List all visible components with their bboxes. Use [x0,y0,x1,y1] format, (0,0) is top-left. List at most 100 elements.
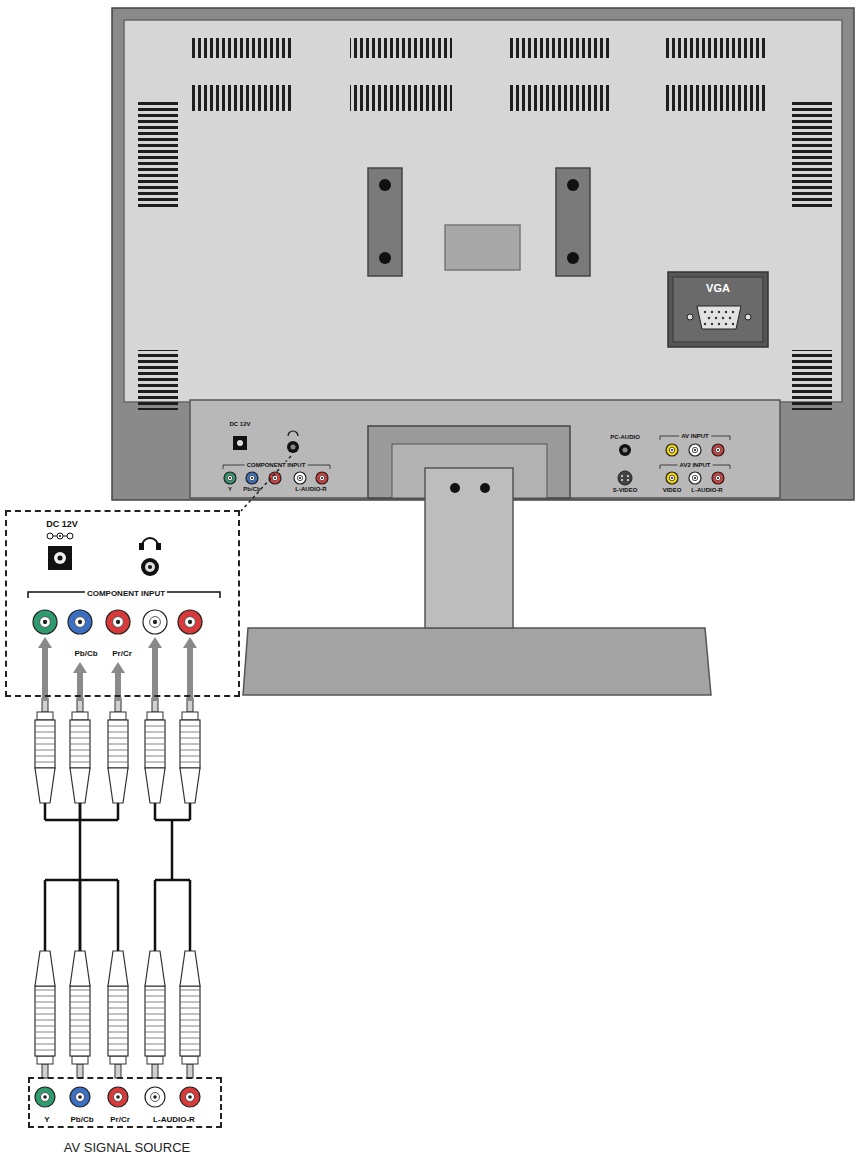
plug-boot [35,951,55,986]
vga-screw [687,314,693,320]
rca-jack [689,472,701,484]
zoom-inset-box: DC 12VCOMPONENT INPUTPb/CbPr/Cr [5,510,240,697]
plug-grip [180,738,200,739]
jack-socket [145,562,155,572]
stand-base [243,628,711,695]
vga-pin [718,311,720,313]
plug-collar [110,712,126,720]
insert-arrow-head [148,637,162,648]
plug-grip [35,756,55,757]
plug-grip [35,996,55,997]
plug-grip [35,1002,55,1003]
plug-collar [147,1056,163,1064]
vga-housing [668,272,768,347]
side-vent [792,102,832,210]
cable [79,880,82,951]
plug-grip [180,1032,200,1033]
plug-grip [145,1050,165,1051]
plug-grip [145,1032,165,1033]
cable [117,880,120,951]
cable [44,803,47,820]
rca-jack [666,444,678,456]
pc-audio-jack [619,444,631,456]
jack-pin [153,1095,157,1099]
plug-grip [108,750,128,751]
plug-grip [108,1044,128,1045]
port-label: Y [42,1116,51,1125]
jack-pin [671,477,673,479]
top-vent [350,85,452,111]
panel-label: S-VIDEO [611,487,640,494]
plug-boot [180,768,200,803]
dc-polarity-symbol [67,533,73,539]
plug-body [108,720,128,768]
plug-grip [35,750,55,751]
top-vent [508,85,610,111]
plug-grip [180,990,200,991]
jack-socket [291,445,296,450]
rca-plug [180,698,200,820]
headphone-icon [156,543,161,550]
plug-body [145,720,165,768]
plug-grip [180,750,200,751]
plug-grip [70,1002,90,1003]
dc-jack-pin [58,556,63,561]
plug-grip [35,1008,55,1009]
plug-grip [70,1038,90,1039]
top-vent [192,38,294,58]
plug-grip [180,732,200,733]
plug-grip [70,1020,90,1021]
plug-grip [145,996,165,997]
port-label: L-AUDIO-R [151,1116,197,1125]
port-label: DC 12V [44,520,80,530]
dc-polarity-symbol [47,533,53,539]
vga-screw [745,314,751,320]
plug-grip [35,1026,55,1027]
jack-socket [692,447,697,452]
vga-connector [697,306,741,329]
panel-label: COMPONENT INPUT [245,462,308,469]
plug-grip [145,1044,165,1045]
plug-grip [180,1038,200,1039]
insert-arrow-head [73,662,87,673]
plug-grip [145,738,165,739]
plug-grip [145,1014,165,1015]
cable-join [45,879,118,882]
rca-jack [712,444,724,456]
vga-pin [732,311,734,313]
headphone-jack [141,558,159,576]
insert-arrow-head [183,637,197,648]
screw-hole [567,179,579,191]
insert-arrow-head [111,662,125,673]
plug-grip [108,1002,128,1003]
vga-pin [704,323,706,325]
plug-grip [145,750,165,751]
insert-arrow [42,646,48,701]
jack-pin [188,1095,192,1099]
port-label: Pb/Cb [72,650,99,659]
monitor-back-panel [124,20,842,402]
plug-pin [42,1064,48,1078]
mount-bracket [556,168,590,276]
cable [189,880,192,951]
jack-socket [150,617,161,628]
plug-grip [35,1032,55,1033]
rca-jack [145,1087,165,1107]
plug-grip [35,744,55,745]
stand-screw [450,483,460,493]
rca-plug [108,698,128,820]
rca-jack [712,472,724,484]
s-video-pin [621,479,623,481]
rca-jack [666,472,678,484]
screw-hole [567,252,579,264]
rca-jack [269,472,281,484]
jack-pin [694,449,696,451]
jack-pin [274,477,276,479]
source-ground [28,1077,222,1128]
plug-grip [108,726,128,727]
top-vent [666,38,768,58]
plug-grip [70,1044,90,1045]
node-heading: AV SIGNAL SOURCE [62,1141,192,1155]
plug-grip [70,738,90,739]
